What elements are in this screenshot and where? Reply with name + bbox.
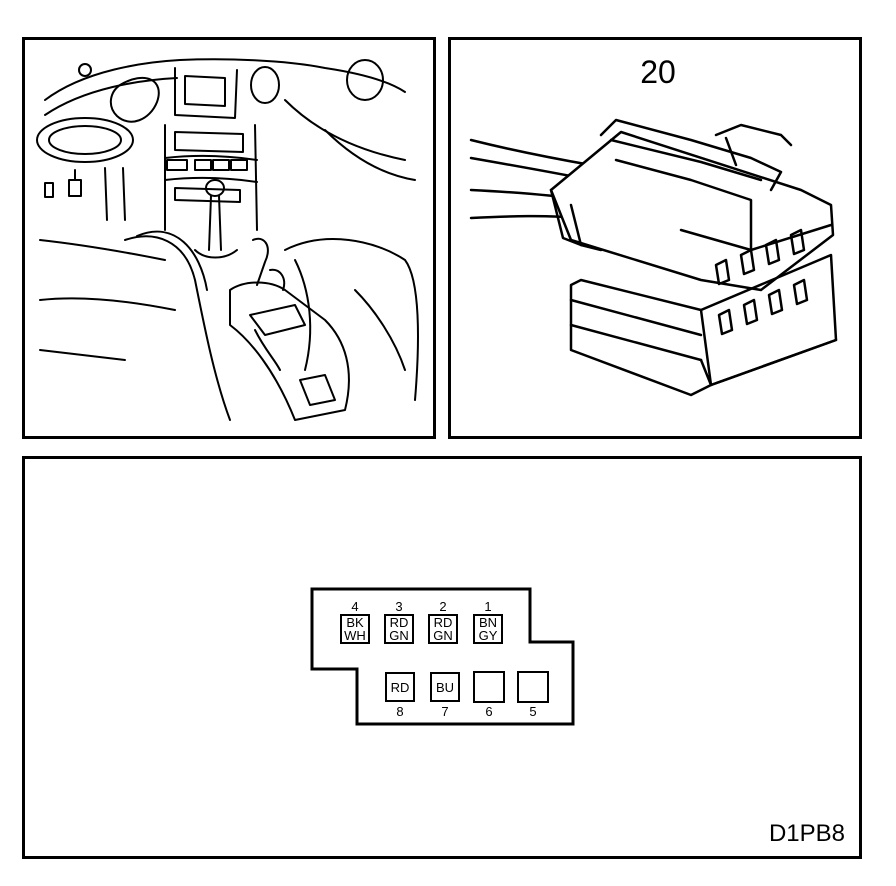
pin-1: BN GY bbox=[473, 614, 503, 644]
pin-number-7: 7 bbox=[441, 704, 449, 719]
connector-reference-number: 20 bbox=[640, 54, 676, 90]
pin-5 bbox=[517, 671, 549, 703]
pin-2-color-2: GN bbox=[433, 628, 453, 643]
pin-3-color-1: RD bbox=[389, 615, 409, 630]
connector-line-drawing bbox=[469, 118, 838, 397]
pin-3: RD GN bbox=[384, 614, 414, 644]
pin-2-color-1: RD bbox=[433, 615, 453, 630]
pin-number-6: 6 bbox=[485, 704, 493, 719]
vehicle-interior-illustration bbox=[22, 37, 436, 439]
pin-4-color-1: BK bbox=[346, 615, 364, 630]
connector-pinout-panel: 4 BK WH 3 RD GN 2 RD GN 1 BN GY RD 8 BU … bbox=[22, 456, 862, 859]
pin-4-color-2: WH bbox=[344, 628, 366, 643]
pin-6 bbox=[473, 671, 505, 703]
interior-line-drawing bbox=[36, 58, 419, 421]
pin-number-8: 8 bbox=[396, 704, 404, 719]
diagram-code: D1PB8 bbox=[768, 820, 845, 847]
pin-8-color-1: RD bbox=[390, 679, 410, 695]
pinout-outline bbox=[310, 587, 575, 726]
pin-7-color-1: BU bbox=[435, 679, 455, 695]
pin-7: BU bbox=[430, 672, 460, 702]
connector-illustration: 20 bbox=[448, 37, 862, 439]
pin-3-color-2: GN bbox=[389, 628, 409, 643]
pin-4: BK WH bbox=[340, 614, 370, 644]
pin-number-5: 5 bbox=[529, 704, 537, 719]
pin-number-2: 2 bbox=[439, 599, 447, 614]
pin-number-3: 3 bbox=[395, 599, 403, 614]
pin-number-1: 1 bbox=[484, 599, 492, 614]
pin-8: RD bbox=[385, 672, 415, 702]
pin-1-color-1: BN bbox=[478, 615, 498, 630]
pin-2: RD GN bbox=[428, 614, 458, 644]
pin-number-4: 4 bbox=[351, 599, 359, 614]
pin-1-color-2: GY bbox=[478, 628, 498, 643]
